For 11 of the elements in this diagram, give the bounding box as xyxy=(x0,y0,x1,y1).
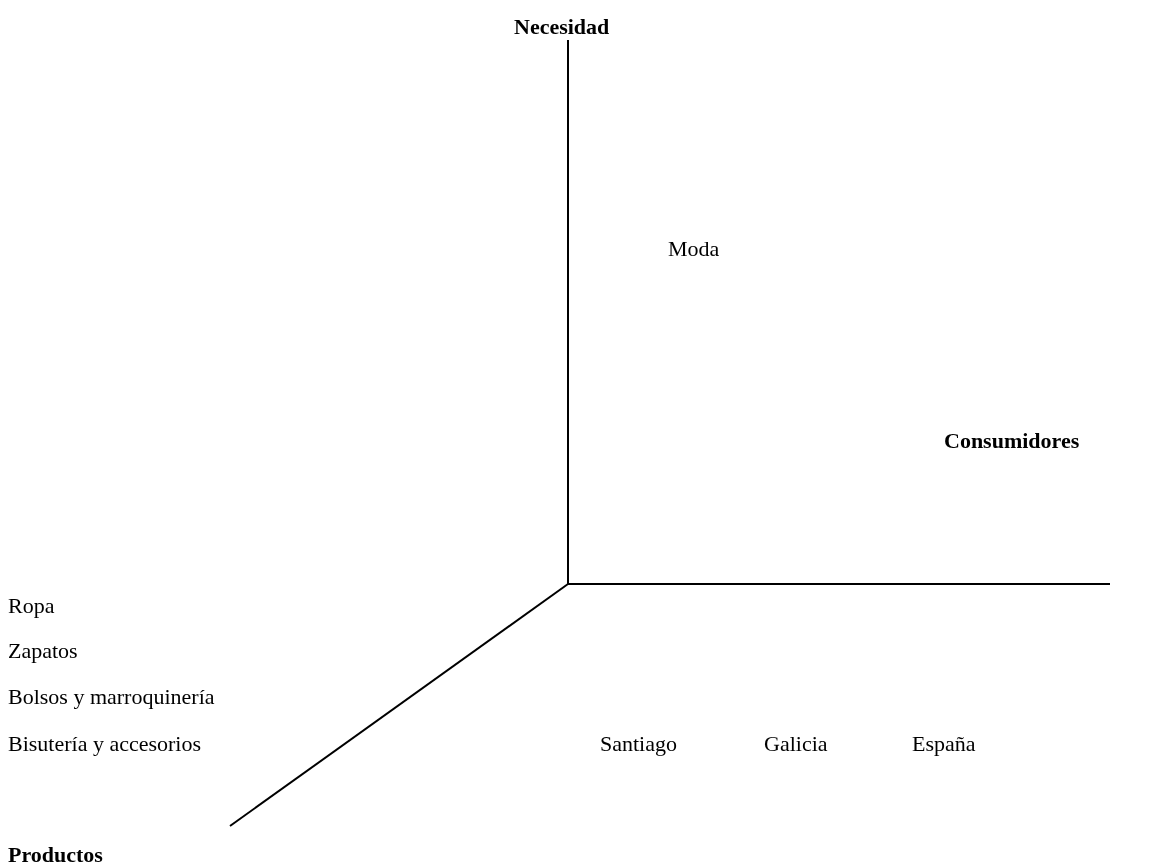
axis-title: Consumidores xyxy=(944,428,1080,454)
axis-title: Productos xyxy=(8,842,103,868)
label: Zapatos xyxy=(8,638,78,664)
label: España xyxy=(912,731,976,757)
label: Bolsos y marroquinería xyxy=(8,684,215,710)
label: Santiago xyxy=(600,731,677,757)
label: Ropa xyxy=(8,593,55,619)
label: Bisutería y accesorios xyxy=(8,731,202,757)
label: Galicia xyxy=(764,731,828,757)
axis-title: Necesidad xyxy=(514,14,610,40)
label: Moda xyxy=(668,236,720,262)
